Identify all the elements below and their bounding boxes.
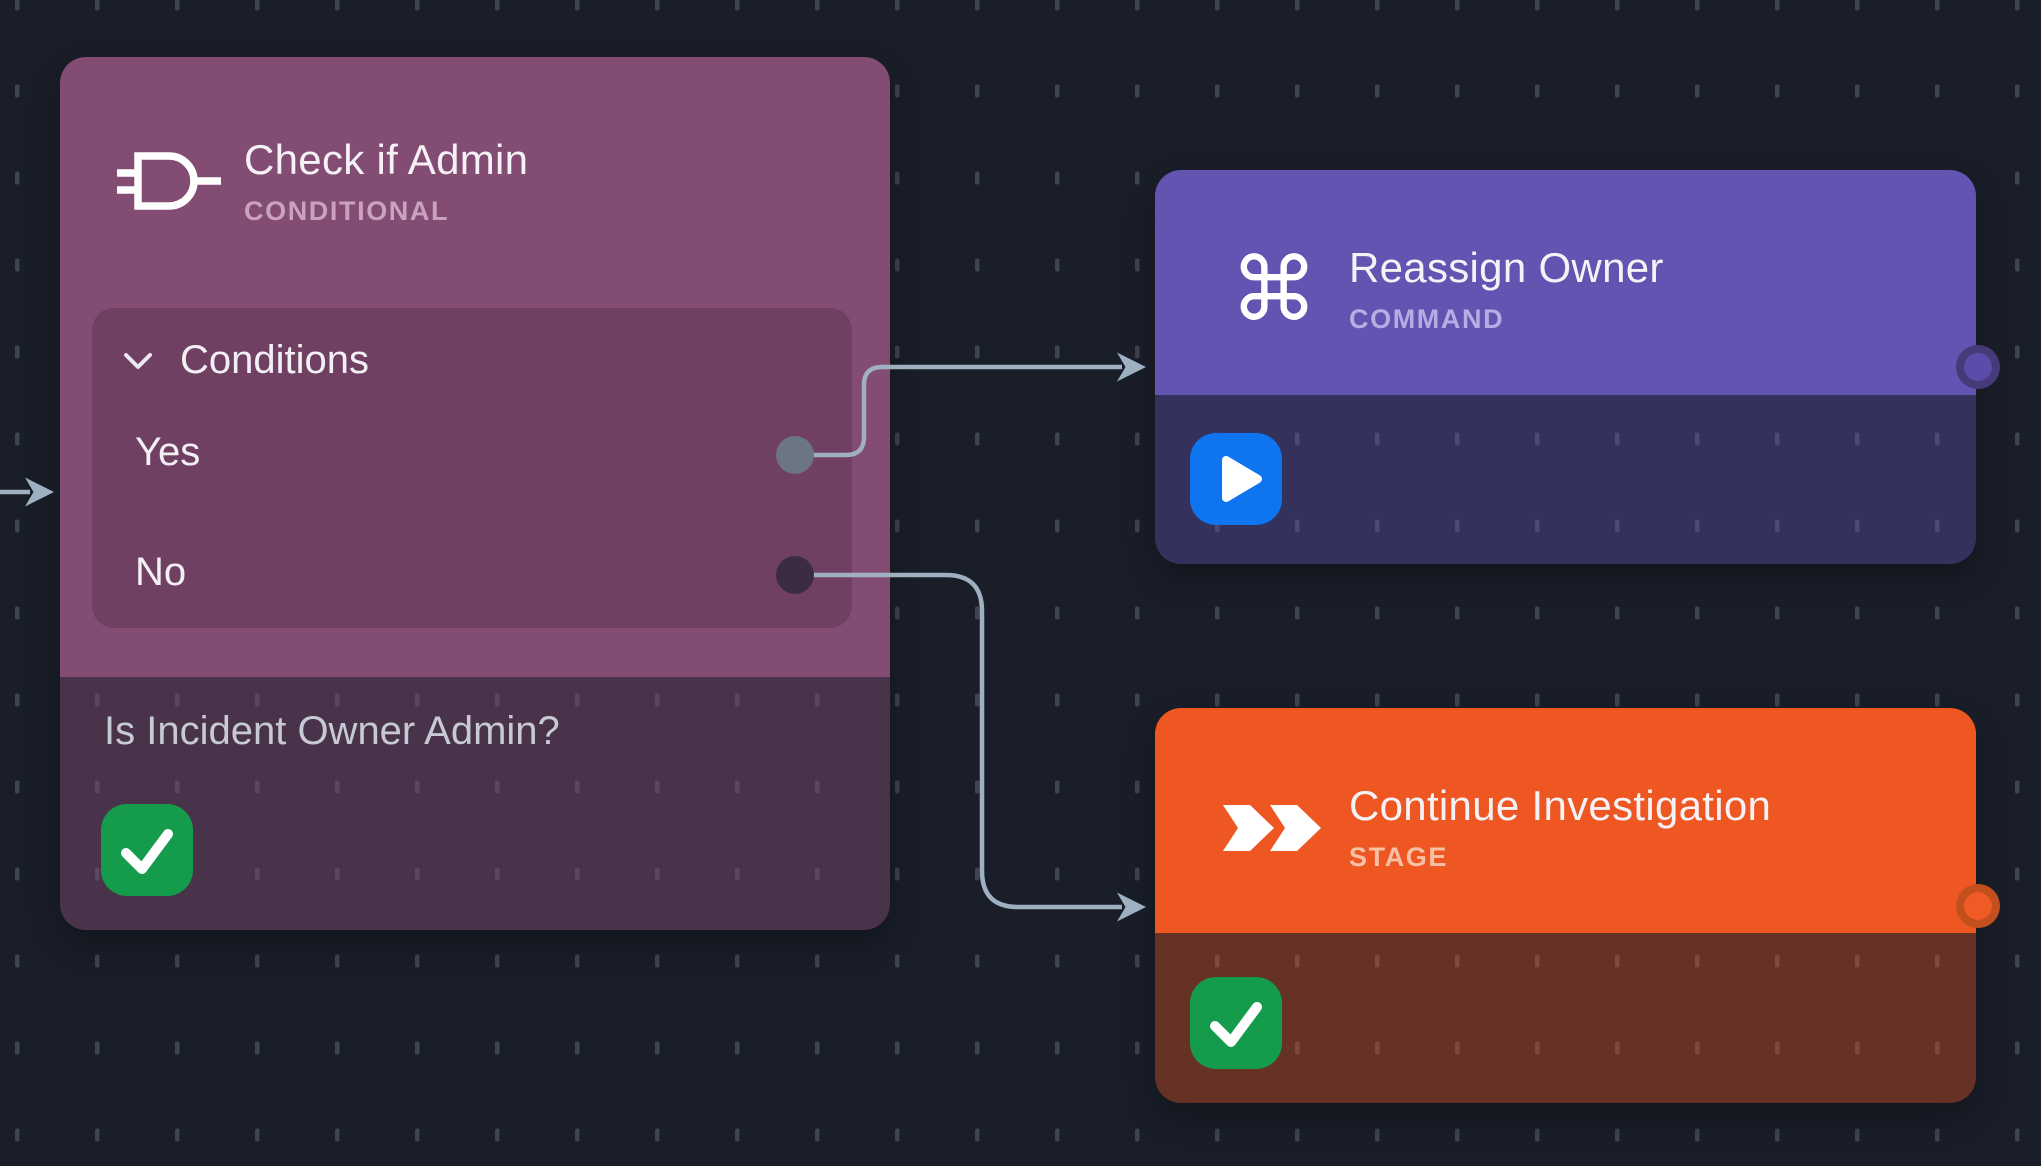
node-type-label: STAGE xyxy=(1349,842,1449,872)
node-title: Reassign Owner xyxy=(1349,244,1664,291)
chevron-down-icon xyxy=(124,352,152,369)
node-check-if-admin-header: Check if Admin CONDITIONAL xyxy=(60,57,890,287)
node-type-label: CONDITIONAL xyxy=(244,195,450,226)
yes-output-port[interactable] xyxy=(776,436,814,474)
logic-gate-icon xyxy=(94,150,244,212)
node-reassign-owner-footer xyxy=(1155,395,1976,564)
arrowhead-icon xyxy=(1117,892,1146,922)
node-reassign-owner-header: ⌘ Reassign Owner COMMAND xyxy=(1155,170,1976,395)
conditions-header[interactable]: Conditions xyxy=(122,338,369,383)
command-icon: ⌘ xyxy=(1230,237,1318,341)
node-continue-investigation-footer xyxy=(1155,933,1976,1103)
reassign-owner-output-port[interactable] xyxy=(1956,345,2000,389)
run-play-button[interactable] xyxy=(1190,433,1282,525)
arrowhead-icon xyxy=(1117,352,1146,382)
condition-option-no[interactable]: No xyxy=(135,550,187,594)
node-type-label: COMMAND xyxy=(1349,304,1505,334)
node-check-if-admin-header-block: Check if Admin CONDITIONAL Conditions Ye… xyxy=(60,57,890,677)
stage-chevrons-icon xyxy=(1199,804,1349,851)
node-title: Continue Investigation xyxy=(1349,782,1772,829)
continue-investigation-output-port[interactable] xyxy=(1956,884,2000,928)
node-continue-investigation-header: Continue Investigation STAGE xyxy=(1155,708,1976,933)
arrowhead-icon xyxy=(25,477,54,507)
condition-description: Is Incident Owner Admin? xyxy=(104,709,560,753)
check-icon xyxy=(121,829,173,874)
node-reassign-owner[interactable]: ⌘ Reassign Owner COMMAND xyxy=(1155,170,1976,564)
node-reassign-owner-header-block xyxy=(1155,170,1976,395)
conditions-panel: Conditions Yes No xyxy=(92,308,852,628)
conditions-label: Conditions xyxy=(180,338,370,382)
node-check-if-admin[interactable]: Check if Admin CONDITIONAL Conditions Ye… xyxy=(60,57,890,930)
play-icon xyxy=(1222,456,1262,502)
condition-option-yes[interactable]: Yes xyxy=(135,430,201,474)
node-continue-investigation[interactable]: Continue Investigation STAGE xyxy=(1155,708,1976,1103)
check-icon xyxy=(1210,1002,1262,1047)
incoming-edge[interactable] xyxy=(0,477,54,507)
no-output-port[interactable] xyxy=(776,556,814,594)
no-edge[interactable] xyxy=(795,572,1146,922)
yes-edge[interactable] xyxy=(795,352,1146,458)
node-check-if-admin-footer: Is Incident Owner Admin? xyxy=(60,677,890,930)
success-check-badge xyxy=(1190,977,1282,1069)
success-check-badge xyxy=(101,804,193,896)
node-title: Check if Admin xyxy=(244,135,529,183)
